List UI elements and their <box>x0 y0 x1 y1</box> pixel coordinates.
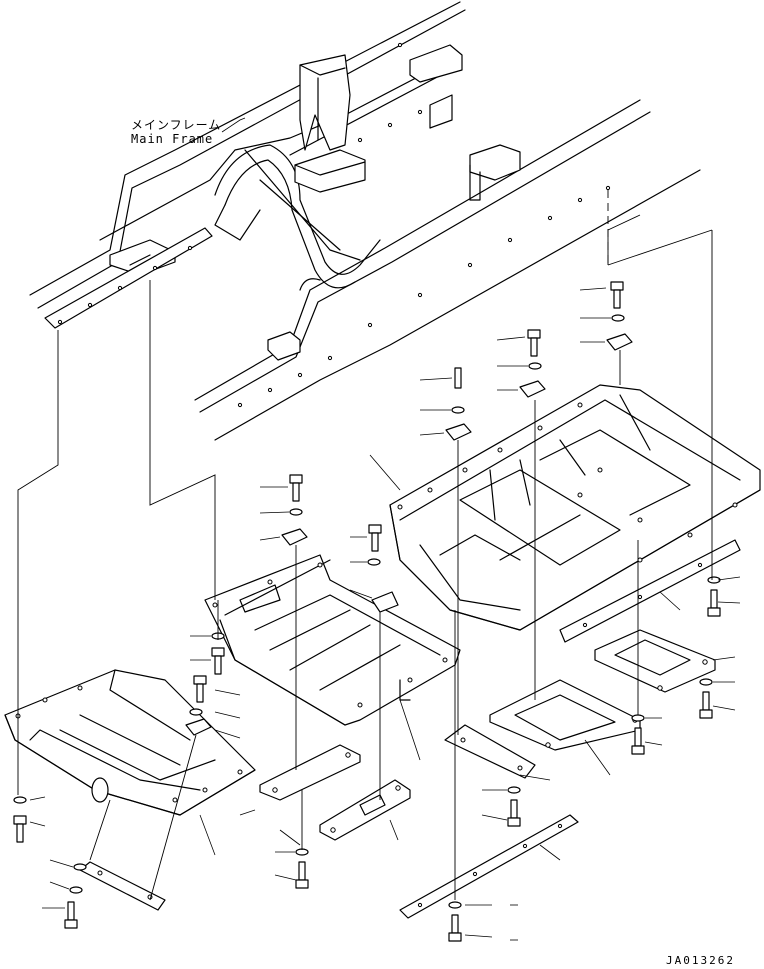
bolt <box>13 815 27 843</box>
bolt <box>193 675 207 703</box>
assembly-guide-lines <box>17 190 713 901</box>
right-support-plates <box>489 629 716 751</box>
washer <box>507 786 521 794</box>
drawing-number: JA013262 <box>666 954 735 967</box>
washer <box>69 886 83 894</box>
bolt <box>211 647 225 675</box>
bolt <box>289 474 303 502</box>
bolt <box>368 524 382 552</box>
washer <box>448 901 462 909</box>
leader-lines <box>29 287 741 941</box>
washer <box>289 508 303 516</box>
left-bottom-rail <box>79 861 166 911</box>
washer <box>631 714 645 722</box>
bolt <box>295 861 309 889</box>
bolt <box>527 329 541 357</box>
bolt <box>631 727 645 755</box>
main-frame-label-en: Main Frame <box>131 132 214 146</box>
washer <box>13 796 27 804</box>
main-guard-tray <box>389 384 761 631</box>
clip <box>445 423 472 441</box>
clip <box>519 380 546 398</box>
bolt <box>64 901 78 929</box>
bolt <box>610 281 624 309</box>
clip <box>371 591 399 613</box>
washer <box>367 558 381 566</box>
right-long-strip <box>559 539 741 643</box>
washer <box>73 863 87 871</box>
bolt <box>699 691 713 719</box>
main-frame-label-jp: メインフレーム <box>131 118 222 132</box>
left-guard-plate <box>4 669 256 816</box>
washer <box>699 678 713 686</box>
washer <box>451 406 465 414</box>
lower-support-plates <box>259 724 579 919</box>
bolt <box>448 914 462 942</box>
bolt <box>454 367 462 389</box>
clip <box>606 333 633 351</box>
center-guard-plate <box>204 554 461 726</box>
washer <box>189 708 203 716</box>
bolt <box>507 799 521 827</box>
clip <box>281 528 308 546</box>
fasteners <box>13 281 721 942</box>
main-frame <box>29 1 701 441</box>
washer <box>528 362 542 370</box>
washer <box>611 314 625 322</box>
clip <box>185 718 212 736</box>
bolt <box>707 589 721 617</box>
